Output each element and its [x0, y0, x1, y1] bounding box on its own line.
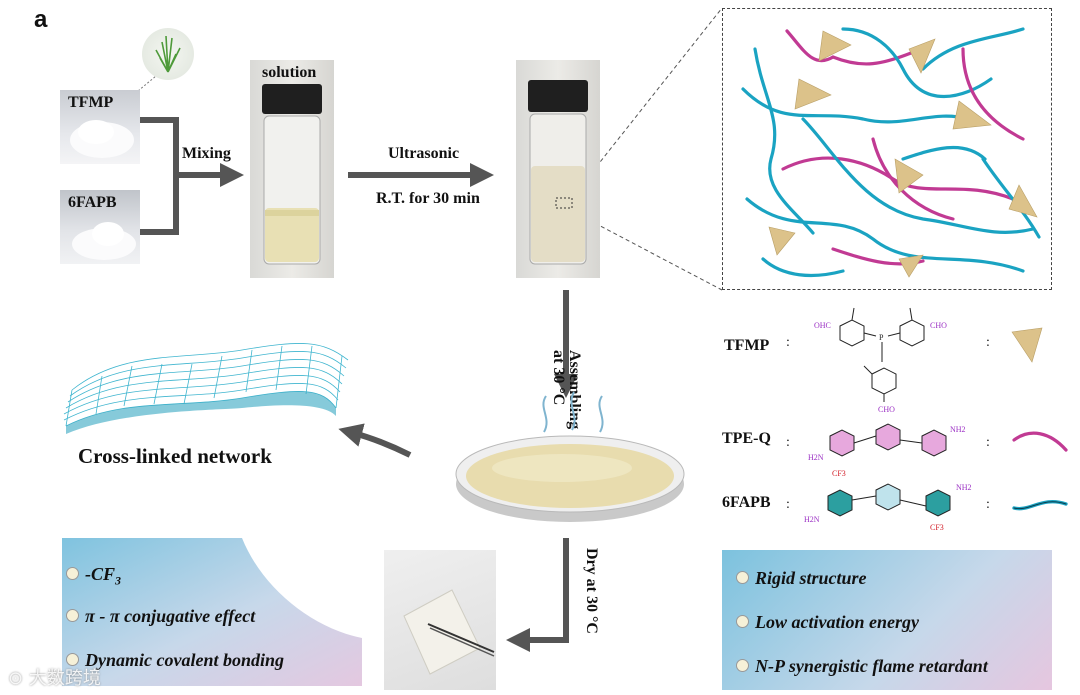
rt-label: R.T. for 30 min	[376, 190, 480, 207]
right-item-3: N-P synergistic flame retardant	[736, 656, 988, 677]
panel-letter: a	[34, 6, 48, 33]
chemical-structures: : : : : : : OHC CHO CHO P H2N	[786, 307, 1068, 532]
magenta-chain-symbol	[1012, 431, 1068, 452]
solution-vial-photo: solution	[250, 60, 334, 278]
6fapb-powder-photo: 6FAPB	[60, 190, 140, 264]
grass-photo	[142, 28, 194, 80]
network-zoom-box	[722, 8, 1052, 290]
solution-label: solution	[262, 64, 317, 81]
petri-dish	[452, 388, 690, 528]
svg-text::: :	[986, 335, 990, 350]
tfmp-label: TFMP	[68, 94, 114, 111]
svg-text::: :	[986, 497, 990, 512]
tfmp-powder-photo: TFMP	[60, 90, 140, 164]
dry-label: Dry at 30 °C	[583, 548, 600, 634]
ultrasonic-label: Ultrasonic	[388, 145, 460, 162]
chem-cf3-2: CF3	[930, 523, 944, 532]
watermark: ⊙ 大数跨境	[8, 664, 101, 690]
flame-text: N-P synergistic flame retardant	[755, 656, 988, 676]
bullet-6	[736, 659, 749, 672]
bullet-5	[736, 615, 749, 628]
bullet-4	[736, 571, 749, 584]
film-photo	[384, 550, 496, 690]
bullet-1	[66, 567, 79, 580]
legend-tpeq-label: TPE-Q	[722, 430, 771, 447]
activation-text: Low activation energy	[755, 612, 919, 632]
teal-chain-symbol	[1012, 500, 1068, 511]
cf3-sub: 3	[115, 573, 122, 588]
legend-6fapb-label: 6FAPB	[722, 494, 771, 511]
rigid-text: Rigid structure	[755, 568, 867, 588]
cf3-text: -CF	[85, 564, 116, 584]
chem-cf3-1: CF3	[832, 469, 846, 478]
bullet-3	[66, 653, 79, 666]
6fapb-label: 6FAPB	[68, 194, 117, 211]
left-property-box: -CF3 π - π conjugative effect Dynamic co…	[62, 538, 362, 686]
chem-oho-1: OHC	[814, 321, 831, 330]
chem-h2n-1: H2N	[808, 453, 824, 462]
right-item-1: Rigid structure	[736, 568, 867, 589]
legend-tfmp-label: TFMP	[724, 337, 770, 354]
left-item-cf3: -CF3	[66, 564, 121, 589]
mixed-vial-photo	[516, 60, 600, 278]
left-item-dynamic: Dynamic covalent bonding	[66, 650, 284, 671]
network-mesh	[62, 330, 352, 440]
left-item-pi: π - π conjugative effect	[66, 606, 255, 627]
right-property-box: Rigid structure Low activation energy N-…	[722, 550, 1052, 690]
svg-text::: :	[786, 435, 790, 450]
svg-text::: :	[786, 335, 790, 350]
chem-cho-1: CHO	[930, 321, 947, 330]
chem-h2n-2: H2N	[804, 515, 820, 524]
watermark-text: 大数跨境	[28, 668, 101, 689]
bullet-2	[66, 609, 79, 622]
pi-text: π - π conjugative effect	[85, 606, 256, 626]
svg-text::: :	[786, 497, 790, 512]
triangle-symbol	[1011, 327, 1043, 363]
right-item-2: Low activation energy	[736, 612, 919, 633]
dynamic-text: Dynamic covalent bonding	[85, 650, 284, 670]
chem-nh2-1: NH2	[950, 425, 966, 434]
svg-text::: :	[986, 435, 990, 450]
chem-p: P	[879, 333, 884, 342]
chem-nh2-2: NH2	[956, 483, 972, 492]
chem-cho-2: CHO	[878, 405, 895, 414]
mixing-label: Mixing	[182, 145, 231, 162]
network-label: Cross-linked network	[78, 444, 272, 468]
watermark-icon: ⊙	[8, 668, 24, 689]
